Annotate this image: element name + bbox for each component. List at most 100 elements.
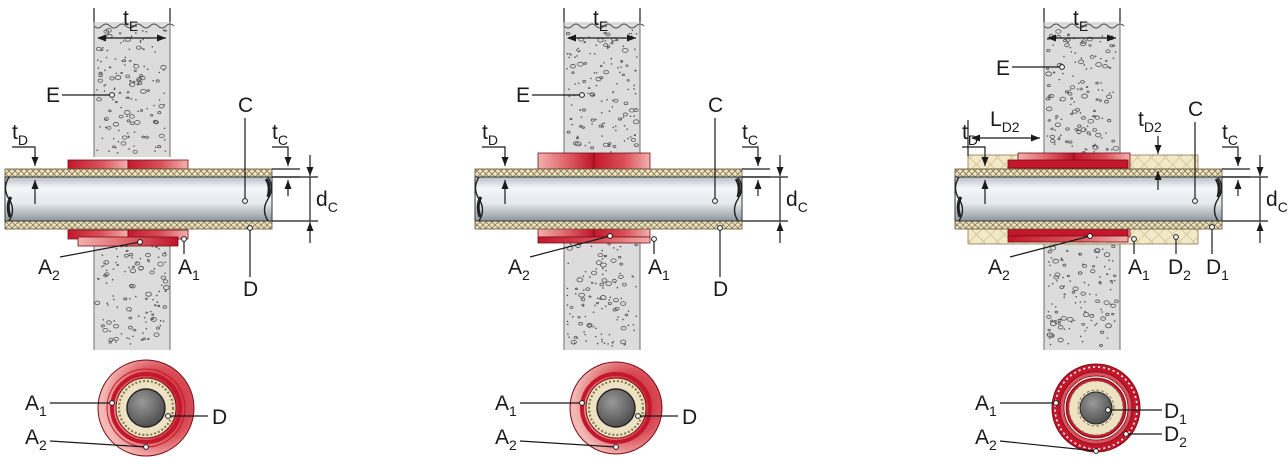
pebble	[1081, 93, 1088, 99]
dc-label-sub: C	[1278, 199, 1288, 215]
pebble-dot	[607, 343, 609, 345]
collar-a2-underside	[77, 236, 179, 247]
pebble	[159, 133, 165, 138]
pebble-dot	[105, 118, 107, 121]
pebble	[127, 325, 133, 330]
pebble-dot	[611, 345, 613, 347]
pebble-dot	[108, 150, 110, 153]
dimension-te: tE	[93, 7, 171, 42]
pebble	[580, 297, 586, 302]
pebble	[1087, 118, 1094, 124]
pebble	[134, 120, 141, 125]
pebble-dot	[601, 135, 603, 137]
pebble-dot	[628, 32, 631, 35]
a2-label: A2	[508, 256, 530, 283]
tc-label-main: t	[272, 121, 278, 144]
pebble	[589, 92, 596, 97]
pebble-dot	[1111, 282, 1113, 284]
pebble-dot	[1099, 40, 1102, 43]
dc-label-main: d	[786, 188, 798, 211]
pebble-dot	[103, 84, 106, 87]
pebble-dot	[1097, 89, 1100, 91]
collar-a1-top	[1007, 159, 1129, 169]
pebble-dot	[140, 47, 143, 49]
pebble-dot	[163, 139, 166, 141]
pebble-dot	[1063, 296, 1066, 299]
pebble-dot	[163, 127, 166, 130]
pebble	[1111, 312, 1115, 316]
pebble-dot	[595, 71, 598, 74]
pebble-dot	[580, 116, 583, 118]
pebble-dot	[634, 69, 636, 72]
pebble-dot	[1069, 46, 1072, 49]
pebble-dot	[568, 52, 571, 55]
pebble-dot	[142, 30, 144, 32]
pebble-dot	[1048, 261, 1050, 263]
pebble-dot	[159, 320, 162, 322]
pebble	[579, 124, 583, 128]
pebble	[626, 79, 630, 82]
pebble-dot	[127, 135, 130, 138]
pebble	[152, 119, 159, 124]
cs-a2-label: A2	[495, 426, 517, 453]
pipe-break-left-shade	[956, 196, 963, 218]
pebble-dot	[1095, 293, 1097, 296]
cs-d1-label: D1	[1164, 400, 1187, 427]
c-label-main: C	[1188, 98, 1203, 121]
pebble-dot	[1108, 268, 1111, 270]
pebble	[126, 119, 131, 123]
pebble	[1055, 115, 1059, 118]
pebble-dot	[129, 297, 131, 300]
pebble	[610, 258, 617, 263]
c-dot	[242, 198, 248, 204]
pebble-dot	[118, 129, 120, 132]
cs-a2-label-main: A	[975, 426, 989, 449]
pebble-dot	[154, 51, 156, 53]
pebble-dot	[1113, 279, 1116, 282]
pebble-dot	[567, 333, 569, 335]
cs-band	[580, 372, 652, 444]
pebble-dot	[608, 333, 611, 336]
pebble	[1076, 130, 1082, 134]
cs-pipe	[1079, 391, 1113, 425]
pebble	[144, 297, 148, 300]
pebble-dot	[633, 84, 636, 87]
cs-d1-dot	[1105, 407, 1111, 413]
pebble-dot	[1056, 280, 1058, 282]
pebble-dot	[130, 60, 132, 62]
pebble	[128, 252, 134, 257]
pebble	[100, 324, 105, 328]
pebble	[622, 112, 629, 117]
pebble	[129, 283, 136, 289]
c-label: C	[238, 94, 253, 117]
pebble-dot	[117, 140, 120, 143]
pebble	[104, 272, 110, 277]
pebble	[1072, 286, 1079, 291]
pebble-dot	[133, 131, 136, 133]
pebble	[620, 301, 627, 306]
pebble-dot	[130, 98, 133, 100]
a1-dot	[181, 236, 187, 242]
pebble	[581, 303, 585, 306]
pebble-dot	[101, 46, 104, 49]
cs-a2-label: A2	[25, 426, 47, 453]
pebble	[126, 96, 130, 99]
pebble-dot	[627, 137, 629, 140]
pebble-dot	[1104, 265, 1106, 268]
pebble-dot	[1047, 310, 1050, 313]
pebble-dot	[124, 64, 126, 66]
cs-outer-dots	[1054, 366, 1138, 450]
te-label-main: t	[123, 7, 129, 30]
pebble	[162, 305, 168, 309]
pebble	[603, 254, 607, 258]
pebble-dot	[612, 341, 615, 343]
pebble-dot	[566, 320, 569, 323]
pebble-dot	[601, 273, 604, 276]
pebble-dot	[146, 107, 148, 110]
pebble-dot	[1062, 276, 1064, 279]
pebble-dot	[108, 33, 110, 36]
pebble-dot	[600, 333, 603, 335]
pebble-dot	[146, 68, 149, 71]
pipe-insulation-bottom	[4, 220, 273, 230]
pebble	[1092, 109, 1096, 113]
